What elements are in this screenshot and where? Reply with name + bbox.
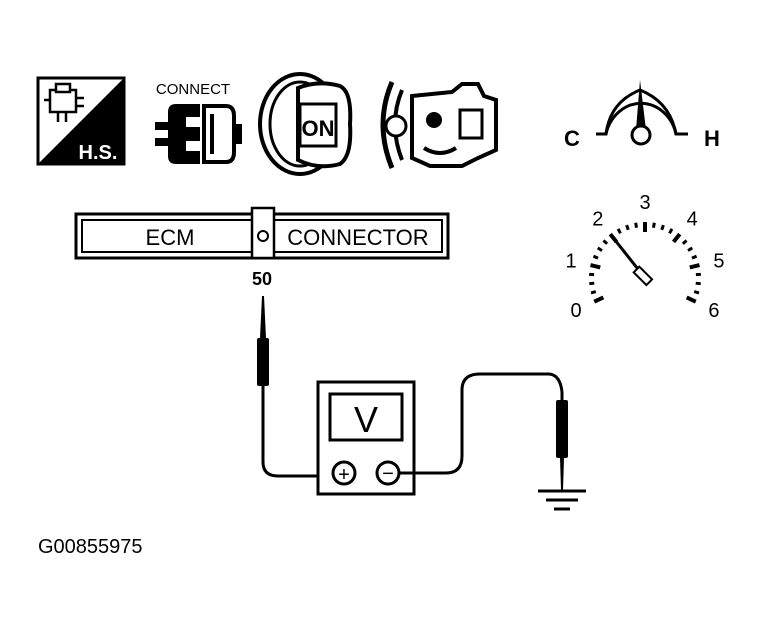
negative-symbol: − xyxy=(382,463,394,485)
engine-running-icon xyxy=(380,81,498,169)
tachometer-minor-tick xyxy=(660,224,665,231)
tachometer-scale-label: 2 xyxy=(592,208,603,230)
tachometer-minor-tick xyxy=(589,281,595,286)
tachometer-needle-hub xyxy=(632,265,654,287)
voltmeter: V + − xyxy=(316,380,416,496)
ignition-key-icon: ON xyxy=(258,72,353,176)
positive-terminal xyxy=(331,460,357,486)
tachometer-major-tick xyxy=(689,263,700,270)
tachometer-scale-label: 4 xyxy=(687,208,698,230)
tachometer-scale: 0 12 3 45 6 xyxy=(565,192,724,322)
hot-label: H xyxy=(704,126,720,151)
terminal-number: 50 xyxy=(252,269,272,289)
tachometer-minor-tick xyxy=(625,224,630,231)
figure-id: G00855975 xyxy=(38,536,143,558)
connect-icon: CONNECT xyxy=(155,81,242,164)
tachometer-scale-label: 6 xyxy=(708,300,719,322)
tachometer-scale-label: 0 xyxy=(571,300,582,322)
hs-label: H.S. xyxy=(79,142,118,164)
gauge-pivot xyxy=(630,124,652,146)
positive-symbol: + xyxy=(338,464,350,486)
cold-label: C xyxy=(564,126,580,151)
tachometer-minor-tick xyxy=(592,254,599,260)
connector-left-label: ECM xyxy=(146,225,195,250)
connect-label: CONNECT xyxy=(156,81,230,98)
key-on-label: ON xyxy=(302,116,335,141)
tachometer-minor-tick xyxy=(616,228,622,235)
tachometer-ticks xyxy=(589,222,701,304)
tachometer-minor-tick xyxy=(695,281,701,286)
tachometer-scale-label: 3 xyxy=(639,192,650,214)
hot-start-icon: H.S. xyxy=(36,76,126,166)
tachometer-minor-tick xyxy=(687,246,694,252)
tachometer: 0 12 3 45 6 xyxy=(565,192,724,322)
tachometer-minor-tick xyxy=(668,228,674,235)
tachometer-minor-tick xyxy=(596,246,603,252)
tachometer-major-tick xyxy=(593,295,605,304)
tachometer-minor-tick xyxy=(652,222,656,228)
tachometer-minor-tick xyxy=(681,239,688,245)
voltmeter-unit: V xyxy=(354,399,378,440)
tachometer-needle xyxy=(612,237,654,287)
temperature-needle xyxy=(636,80,646,130)
tachometer-scale-label: 5 xyxy=(713,250,724,272)
temperature-gauge: C H xyxy=(564,80,720,151)
tachometer-major-tick xyxy=(590,263,601,270)
negative-probe xyxy=(399,372,568,490)
voltmeter-display xyxy=(328,392,404,442)
tachometer-major-tick xyxy=(685,295,697,304)
connector-terminal-hole xyxy=(257,230,269,242)
tachometer-minor-tick xyxy=(634,222,638,228)
tachometer-minor-tick xyxy=(602,239,609,245)
tachometer-minor-tick xyxy=(691,254,698,260)
tachometer-minor-tick xyxy=(693,290,700,295)
positive-probe xyxy=(257,296,336,478)
tachometer-major-tick xyxy=(671,232,682,244)
tachometer-scale-label: 1 xyxy=(565,250,576,272)
ecm-connector: ECM CONNECTOR xyxy=(74,206,450,260)
tachometer-minor-tick xyxy=(590,290,597,295)
ground-symbol xyxy=(538,489,586,511)
connector-right-label: CONNECTOR xyxy=(287,225,428,250)
